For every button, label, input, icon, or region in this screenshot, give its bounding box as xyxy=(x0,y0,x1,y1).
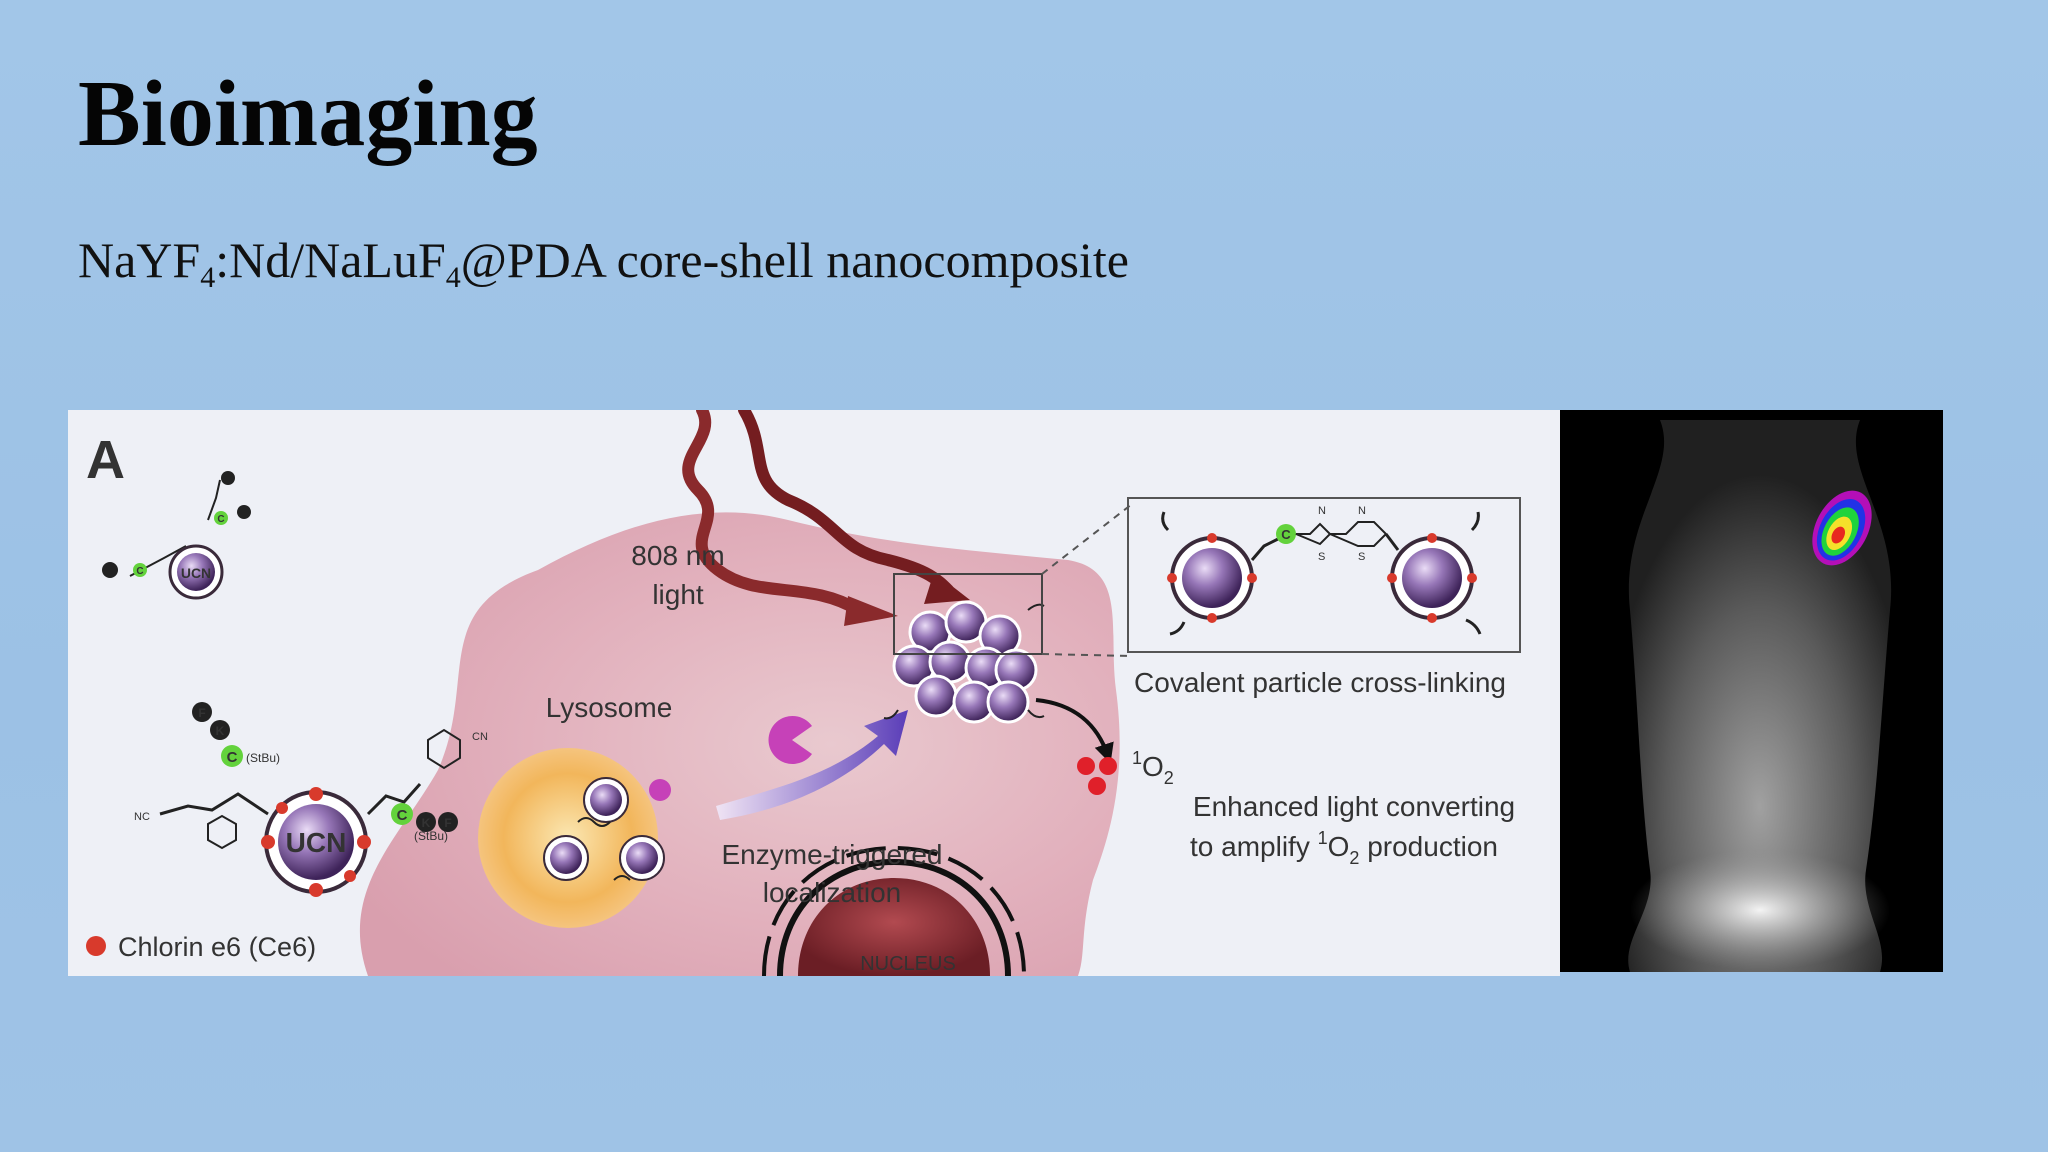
nucleus: NUCLEUS xyxy=(762,845,1026,976)
enhanced-label-line2: to amplify 1O2 production xyxy=(1190,828,1498,868)
ce6-legend-dot xyxy=(86,936,106,956)
formula-part-1: NaYF xyxy=(78,232,201,288)
c-atom-small-left: C xyxy=(136,566,143,577)
schematic-svg: A UCN C C UCN C (StBu) K F C xyxy=(86,410,1521,976)
n-atom-1: N xyxy=(1318,505,1326,517)
n-atom-2: N xyxy=(1358,505,1366,517)
particle-cluster xyxy=(883,600,1045,724)
panel-letter: A xyxy=(86,430,125,490)
formula-part-2: :Nd/NaLuF xyxy=(215,232,446,288)
ce6-legend-label: Chlorin e6 (Ce6) xyxy=(118,932,316,962)
light-label-line2: light xyxy=(652,579,704,610)
crosslinked-pair: C N S N S xyxy=(1161,505,1482,636)
slide-subtitle: NaYF4:Nd/NaLuF4@PDA core-shell nanocompo… xyxy=(78,230,1129,296)
zoom-guide-top xyxy=(1041,503,1133,575)
s-atom-1: S xyxy=(1318,551,1325,563)
formula-subscript-2: 4 xyxy=(445,261,461,294)
s-atom-2: S xyxy=(1358,551,1365,563)
c-atom-crosslink: C xyxy=(1281,527,1291,542)
stbu-label-left: (StBu) xyxy=(246,751,280,765)
c-atom-large-right: C xyxy=(397,807,408,824)
enzyme-icon xyxy=(768,716,812,764)
cn-label-right: CN xyxy=(472,731,488,743)
mouse-imaging-photo xyxy=(1560,410,1943,972)
k-atom-left: K xyxy=(216,724,225,738)
enzyme-label-line2: localization xyxy=(763,877,902,908)
nucleus-label: NUCLEUS xyxy=(860,953,956,975)
crosslink-label: Covalent particle cross-linking xyxy=(1134,667,1506,698)
enzyme-label-line1: Enzyme-triggered xyxy=(722,839,943,870)
f-atom-right: F xyxy=(444,816,451,830)
formula-part-3: @PDA core-shell nanocomposite xyxy=(460,232,1129,288)
enzyme-arrow xyxy=(716,710,908,820)
light-label-line1: 808 nm xyxy=(631,540,724,571)
ucn-label-small: UCN xyxy=(181,565,211,581)
nc-label-left: NC xyxy=(134,811,150,823)
enhanced-label-line1: Enhanced light converting xyxy=(1193,791,1515,822)
mouse-hindquarters xyxy=(1630,850,1890,970)
stbu-label-right: (StBu) xyxy=(414,829,448,843)
c-atom-large-left: C xyxy=(227,749,238,766)
singlet-oxygen: 1O2 xyxy=(1035,698,1174,795)
light-wave-arrows xyxy=(682,410,970,626)
zoom-box-small xyxy=(893,573,1043,655)
ucn-construct-small: UCN C C xyxy=(102,471,251,600)
mouse-imaging-svg xyxy=(1628,420,1892,972)
f-atom-left: F xyxy=(198,706,205,720)
singlet-oxygen-label: 1O2 xyxy=(1132,748,1174,788)
c-atom-small-top: C xyxy=(217,514,224,525)
zoom-guide-bottom xyxy=(1041,653,1133,657)
ucn-construct-large: UCN C (StBu) K F C (StBu) K F CN NC xyxy=(134,702,488,897)
formula-subscript-1: 4 xyxy=(200,261,216,294)
lysosome-label: Lysosome xyxy=(546,692,673,723)
crosslink-box xyxy=(1127,497,1521,653)
k-atom-right: K xyxy=(422,816,431,830)
schematic-figure: A UCN C C UCN C (StBu) K F C xyxy=(68,410,1560,976)
ucn-label-large: UCN xyxy=(286,827,347,858)
slide-title: Bioimaging xyxy=(78,62,538,166)
lysosome xyxy=(478,748,671,928)
fluorescence-signal xyxy=(1812,490,1872,566)
